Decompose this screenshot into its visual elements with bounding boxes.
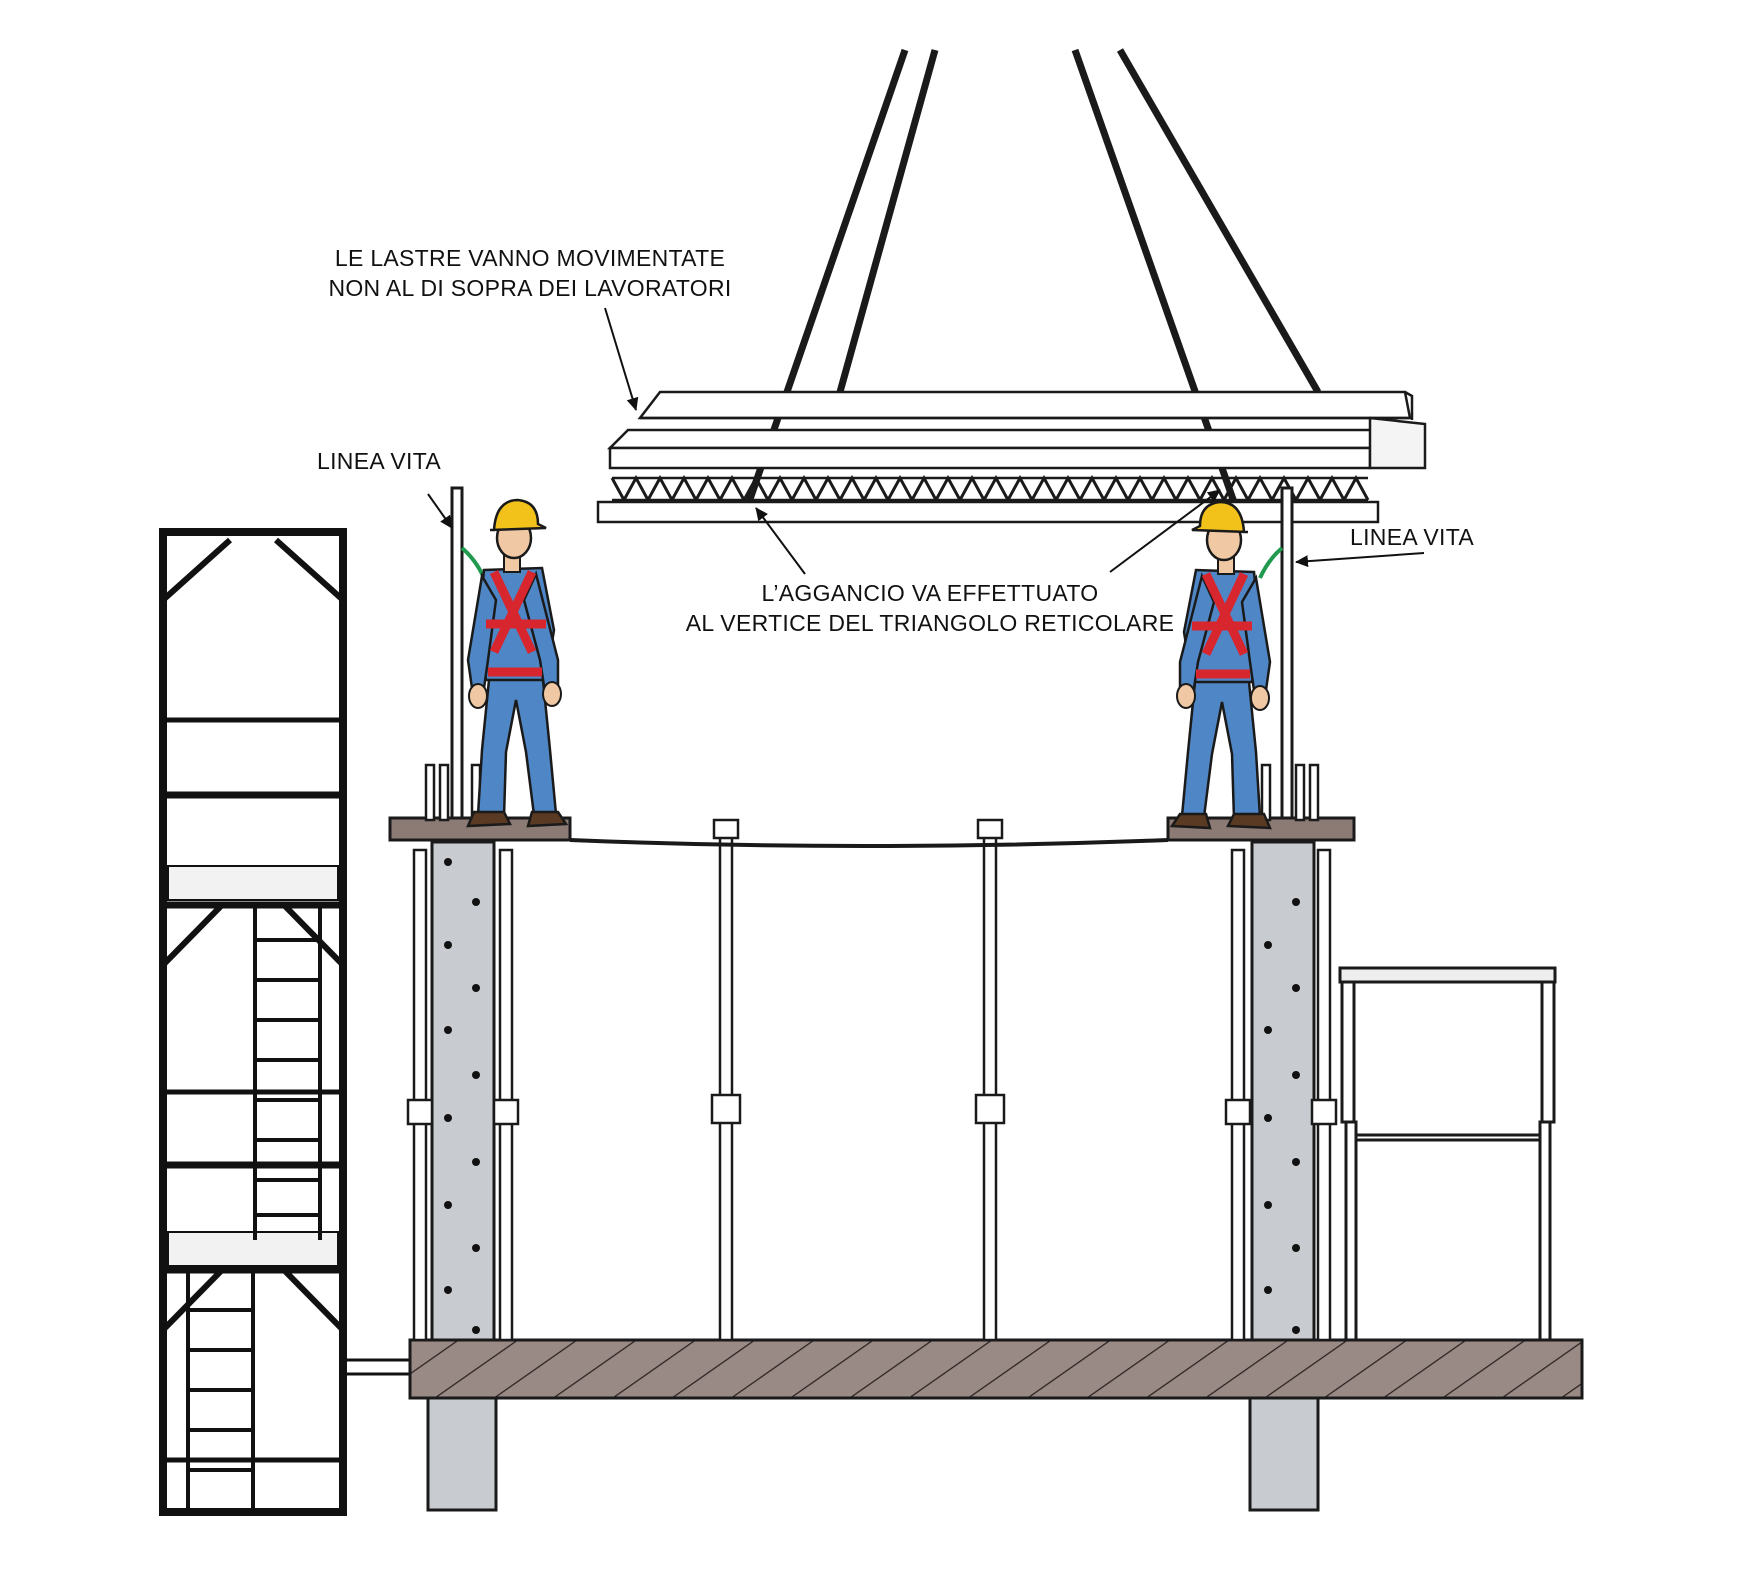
pillars [406,818,1338,1342]
slab-handling-note: LE LASTRE VANNO MOVIMENTATE NON AL DI SO… [300,243,760,303]
precast-slab [596,390,1427,524]
slab-handling-line1: LE LASTRE VANNO MOVIMENTATE [334,245,726,271]
worker-icon [468,500,566,826]
work-platforms [388,486,1356,848]
side-trestle [1338,966,1557,1342]
hooking-note: L’AGGANCIO VA EFFETTUATO AL VERTICE DEL … [680,578,1180,638]
hooking-line2: AL VERTICE DEL TRIANGOLO RETICOLARE [685,610,1175,636]
worker-icon [1172,502,1270,828]
slab-handling-line2: NON AL DI SOPRA DEI LAVORATORI [328,275,732,301]
callout-leaders [427,307,1425,575]
lifeline-label-right: LINEA VITA [1350,524,1475,550]
hooking-line1: L’AGGANCIO VA EFFETTUATO [761,580,1099,606]
scaffold-tower-icon [159,528,410,1516]
floor-slab [408,1338,1584,1512]
lifeline-label-left: LINEA VITA [317,448,442,474]
